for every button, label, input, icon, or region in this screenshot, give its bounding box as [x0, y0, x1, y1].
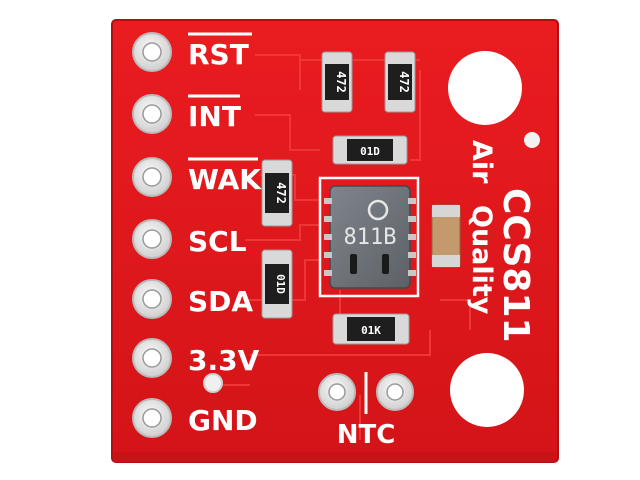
svg-text:472: 472 — [334, 71, 348, 93]
svg-text:01D: 01D — [360, 145, 380, 158]
ntc-pads: NTC — [318, 372, 414, 450]
pin-label-gnd: GND — [188, 404, 258, 437]
svg-text:472: 472 — [397, 71, 411, 93]
board-title: CCS811 — [495, 188, 536, 343]
pin-label-rst: RST — [188, 38, 249, 71]
header-pads — [132, 32, 172, 438]
mounting-hole-bottom — [450, 353, 524, 427]
resistor-r6: 01K — [332, 313, 410, 345]
chip-outline — [318, 176, 420, 298]
mounting-hole-top — [448, 51, 522, 125]
resistor-r2: 472 — [384, 51, 416, 113]
pin-label-int: INT — [188, 100, 241, 133]
board-subtitle-quality: Quality — [466, 205, 497, 315]
resistor-r5: 01D — [261, 249, 293, 319]
fiducial-dot — [524, 132, 540, 148]
svg-text:01D: 01D — [274, 274, 287, 294]
board-subtitle-air: Air — [466, 140, 497, 184]
svg-text:472: 472 — [274, 182, 288, 204]
board-title-group: CCS811 Air Quality — [466, 140, 536, 343]
svg-text:01K: 01K — [361, 324, 381, 337]
ccs811-chip: 811B — [324, 185, 416, 289]
pin-labels: RST INT WAK SCL SDA 3.3V GND — [188, 32, 262, 437]
pin-label-sda: SDA — [188, 285, 253, 318]
pin-label-3v3: 3.3V — [188, 344, 260, 377]
pcb-bottom-edge — [114, 452, 556, 462]
pin-label-scl: SCL — [188, 225, 247, 258]
via-hole — [203, 373, 223, 393]
capacitor-c1 — [431, 204, 461, 268]
resistor-r4: 01D — [332, 135, 408, 165]
chip-logo-icon — [367, 199, 389, 221]
pin-label-wak: WAK — [188, 163, 262, 196]
chip-code: 811B — [344, 225, 397, 250]
ntc-label: NTC — [337, 420, 396, 450]
resistor-r3: 472 — [261, 159, 293, 227]
resistor-r1: 472 — [321, 51, 353, 113]
